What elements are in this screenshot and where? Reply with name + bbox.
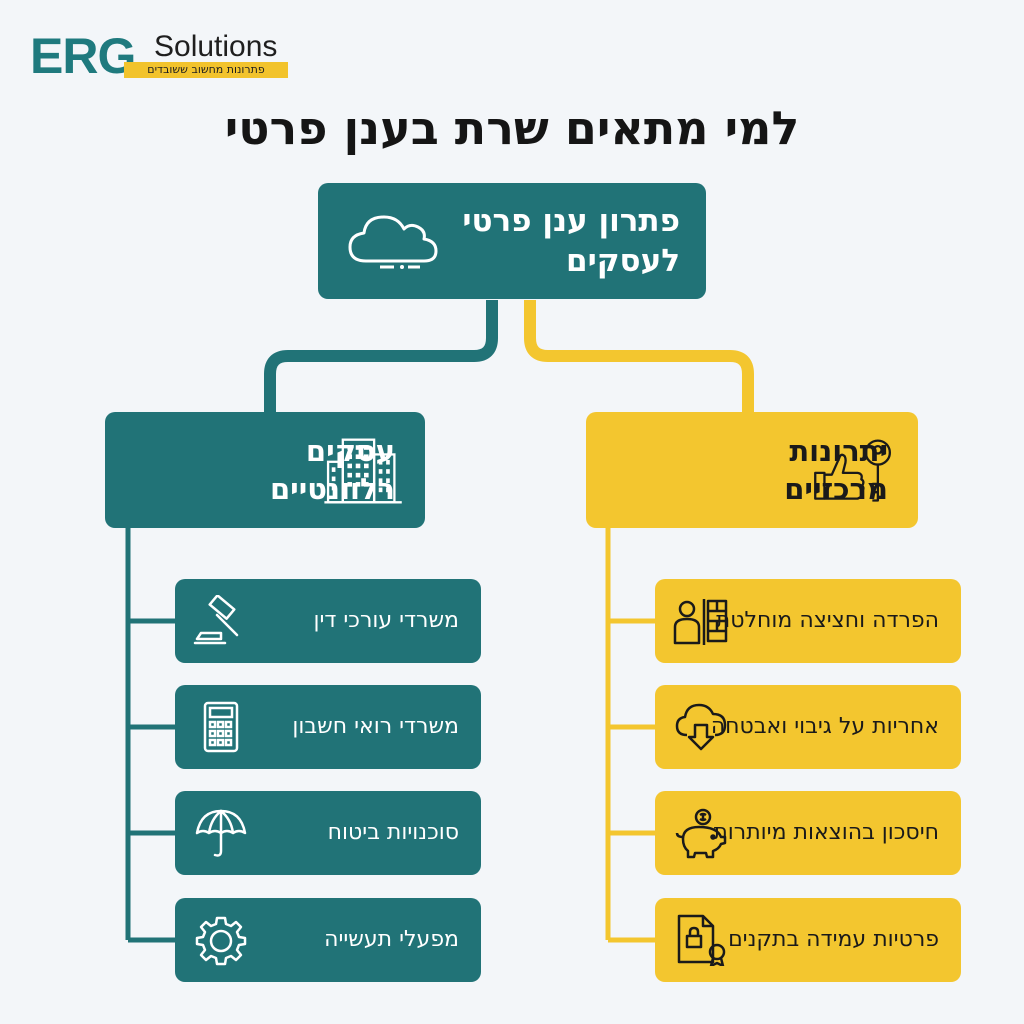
left-item-1: משרדי עורכי דין	[175, 579, 481, 663]
connector-root-left	[264, 300, 498, 412]
page-title: למי מתאים שרת בענן פרטי	[224, 101, 800, 155]
gear-icon	[195, 916, 247, 966]
right-item-1: הפרדה וחציצה מוחלטת	[655, 579, 961, 663]
umbrella-icon	[195, 809, 247, 857]
left-item-1-label: משרדי עורכי דין	[313, 608, 459, 633]
right-branch-header: יתרונות מרכזיים	[586, 412, 918, 528]
logo-tagline: פתרונות מחשוב ששובדים	[124, 62, 288, 78]
thumbs-up-key-icon	[814, 439, 891, 502]
buildings-icon	[324, 438, 402, 504]
left-item-4: מפעלי תעשייה	[175, 898, 481, 982]
gavel-icon	[193, 595, 239, 645]
left-item-2: משרדי רואי חשבון	[175, 685, 481, 769]
logo-brand-suffix: Solutions	[154, 30, 278, 63]
left-item-3: סוכנויות ביטוח	[175, 791, 481, 875]
right-item-3: חיסכון בהוצאות מיותרות	[655, 791, 961, 875]
right-item-1-label: הפרדה וחציצה מוחלטת	[715, 608, 939, 633]
right-item-4-label: פרטיות עמידה בתקנים	[728, 927, 939, 952]
logo: ERG Solutions	[30, 28, 300, 88]
left-item-4-label: מפעלי תעשייה	[324, 927, 459, 952]
calculator-icon	[203, 701, 239, 753]
left-branch-header: עסקים רלוונטיים	[105, 412, 425, 528]
root-node: פתרון ענן פרטי לעסקים	[318, 183, 706, 299]
root-node-label: פתרון ענן פרטי לעסקים	[462, 203, 680, 279]
right-item-4: פרטיות עמידה בתקנים	[655, 898, 961, 982]
cloud-icon	[348, 215, 438, 269]
right-item-2: אחריות על גיבוי ואבטחה	[655, 685, 961, 769]
logo-brand: ERG	[30, 28, 136, 84]
right-item-3-label: חיסכון בהוצאות מיותרות	[713, 820, 939, 845]
secure-document-icon	[677, 914, 726, 966]
left-item-3-label: סוכנויות ביטוח	[327, 820, 459, 845]
left-item-2-label: משרדי רואי חשבון	[292, 714, 459, 739]
connector-root-right	[524, 300, 754, 412]
piggy-bank-icon	[675, 808, 727, 859]
right-branch-label: יתרונות מרכזיים	[784, 434, 888, 506]
cloud-download-icon	[675, 703, 727, 751]
firewall-user-icon	[673, 599, 728, 645]
right-item-2-label: אחריות על גיבוי ואבטחה	[710, 714, 939, 739]
